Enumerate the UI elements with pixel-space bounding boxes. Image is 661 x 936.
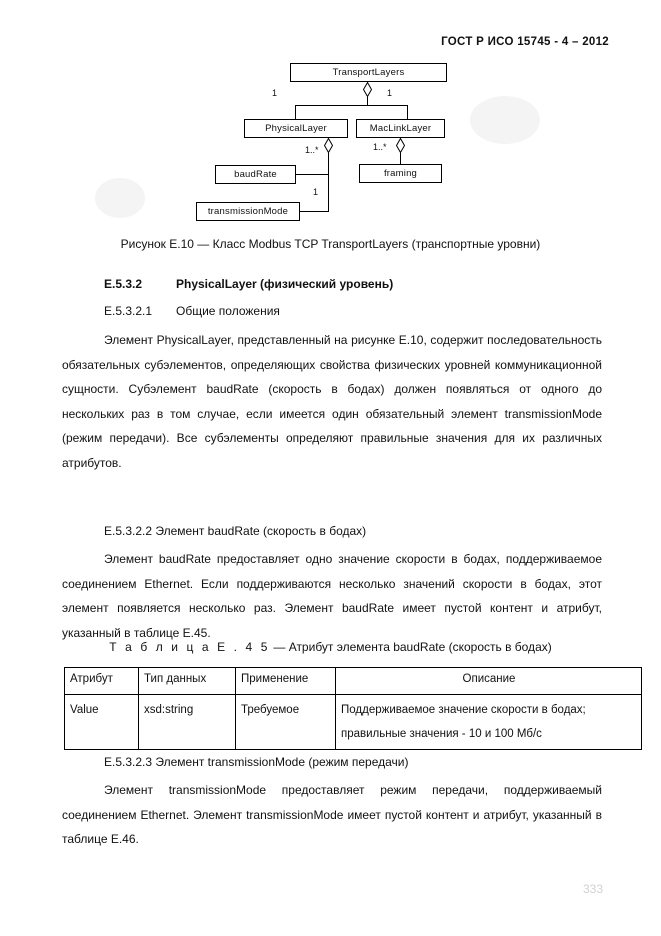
multiplicity-physical-from-transport: 1: [272, 88, 278, 98]
multiplicity-framing-from-maclink: 1..*: [373, 142, 387, 152]
uml-class-baud-rate: baudRate: [215, 165, 296, 184]
uml-class-framing: framing: [359, 164, 442, 183]
subsection-heading-e53223: E.5.3.2.3 Элемент transmissionMode (режи…: [104, 755, 409, 769]
uml-class-label: TransportLayers: [332, 67, 405, 78]
subsection-number-e53211: E.5.3.2.1: [104, 304, 153, 318]
multiplicity-baudrate-from-physical: 1..*: [305, 145, 319, 155]
connector-transport-bar: [295, 105, 408, 106]
section-title-e5321: PhysicalLayer (физический уровень): [176, 277, 394, 291]
uml-class-diagram: TransportLayers 1 1 PhysicalLayer MacLin…: [0, 0, 661, 232]
cell-usage: Требуемое: [235, 694, 336, 750]
uml-class-label: framing: [383, 168, 418, 179]
standard-header-title: ГОСТ Р ИСО 15745 - 4 – 2012: [441, 36, 609, 48]
column-header-usage: Применение: [235, 667, 336, 695]
connector-to-transmission-mode: [300, 211, 329, 212]
attribute-table-e45: Атрибут Тип данных Применение Описание V…: [64, 667, 642, 750]
figure-caption: Рисунок Е.10 — Класс Modbus TCP Transpor…: [120, 237, 541, 251]
aggregation-diamond-icon: [396, 138, 405, 153]
table-caption: Т а б л и ц а Е . 4 5 — Атрибут элемента…: [0, 640, 661, 654]
uml-class-transmission-mode: transmissionMode: [196, 202, 300, 221]
section-number-e5321: E.5.3.2: [104, 277, 143, 291]
uml-class-label: baudRate: [234, 169, 277, 180]
scan-artifact: [95, 178, 145, 218]
aggregation-diamond-icon: [324, 138, 333, 153]
uml-class-label: MacLinkLayer: [369, 123, 432, 134]
subsection-heading-e53222: E.5.3.2.2 Элемент baudRate (скорость в б…: [104, 524, 367, 538]
column-header-attribute: Атрибут: [64, 667, 139, 695]
table-header-row: Атрибут Тип данных Применение Описание: [64, 667, 642, 695]
uml-class-maclink-layer: MacLinkLayer: [356, 119, 445, 138]
cell-data-type: xsd:string: [138, 694, 236, 750]
subsection-title-e53211: Общие положения: [176, 304, 280, 318]
table-caption-text: — Атрибут элемента baudRate (скорость в …: [270, 640, 552, 654]
uml-class-physical-layer: PhysicalLayer: [244, 119, 348, 138]
page-number: 333: [582, 882, 603, 896]
cell-attribute: Value: [64, 694, 139, 750]
uml-class-transport-layers: TransportLayers: [290, 63, 447, 82]
connector-transport-stem: [367, 97, 368, 106]
cell-description-line-1: Поддерживаемое значение скорости в бодах…: [341, 704, 586, 716]
cell-description: Поддерживаемое значение скорости в бодах…: [335, 694, 642, 750]
cell-description-line-2: правильные значения - 10 и 100 Мб/с: [341, 728, 542, 740]
uml-class-label: transmissionMode: [207, 206, 289, 217]
uml-class-label: PhysicalLayer: [265, 123, 327, 134]
column-header-description: Описание: [335, 667, 642, 695]
connector-to-maclink-layer: [407, 105, 408, 119]
connector-physical-spine: [328, 153, 329, 211]
paragraph-e53222-baudrate: Элемент baudRate предоставляет одно знач…: [62, 552, 602, 640]
paragraph-e53223-transmissionmode: Элемент transmissionMode предоставляет р…: [62, 783, 602, 847]
table-caption-label: Т а б л и ц а Е . 4 5: [109, 640, 271, 654]
paragraph-e5321-general: Элемент PhysicalLayer, представленный на…: [62, 333, 602, 470]
aggregation-diamond-icon: [363, 82, 372, 97]
multiplicity-maclink-from-transport: 1: [387, 88, 393, 98]
table-row: Value xsd:string Требуемое Поддерживаемо…: [64, 694, 642, 750]
column-header-data-type: Тип данных: [138, 667, 236, 695]
multiplicity-transmissionmode-from-physical: 1: [313, 187, 319, 197]
connector-to-physical-layer: [295, 105, 296, 119]
connector-to-framing: [400, 153, 401, 164]
scan-artifact: [470, 96, 540, 144]
connector-to-baud-rate: [296, 174, 329, 175]
